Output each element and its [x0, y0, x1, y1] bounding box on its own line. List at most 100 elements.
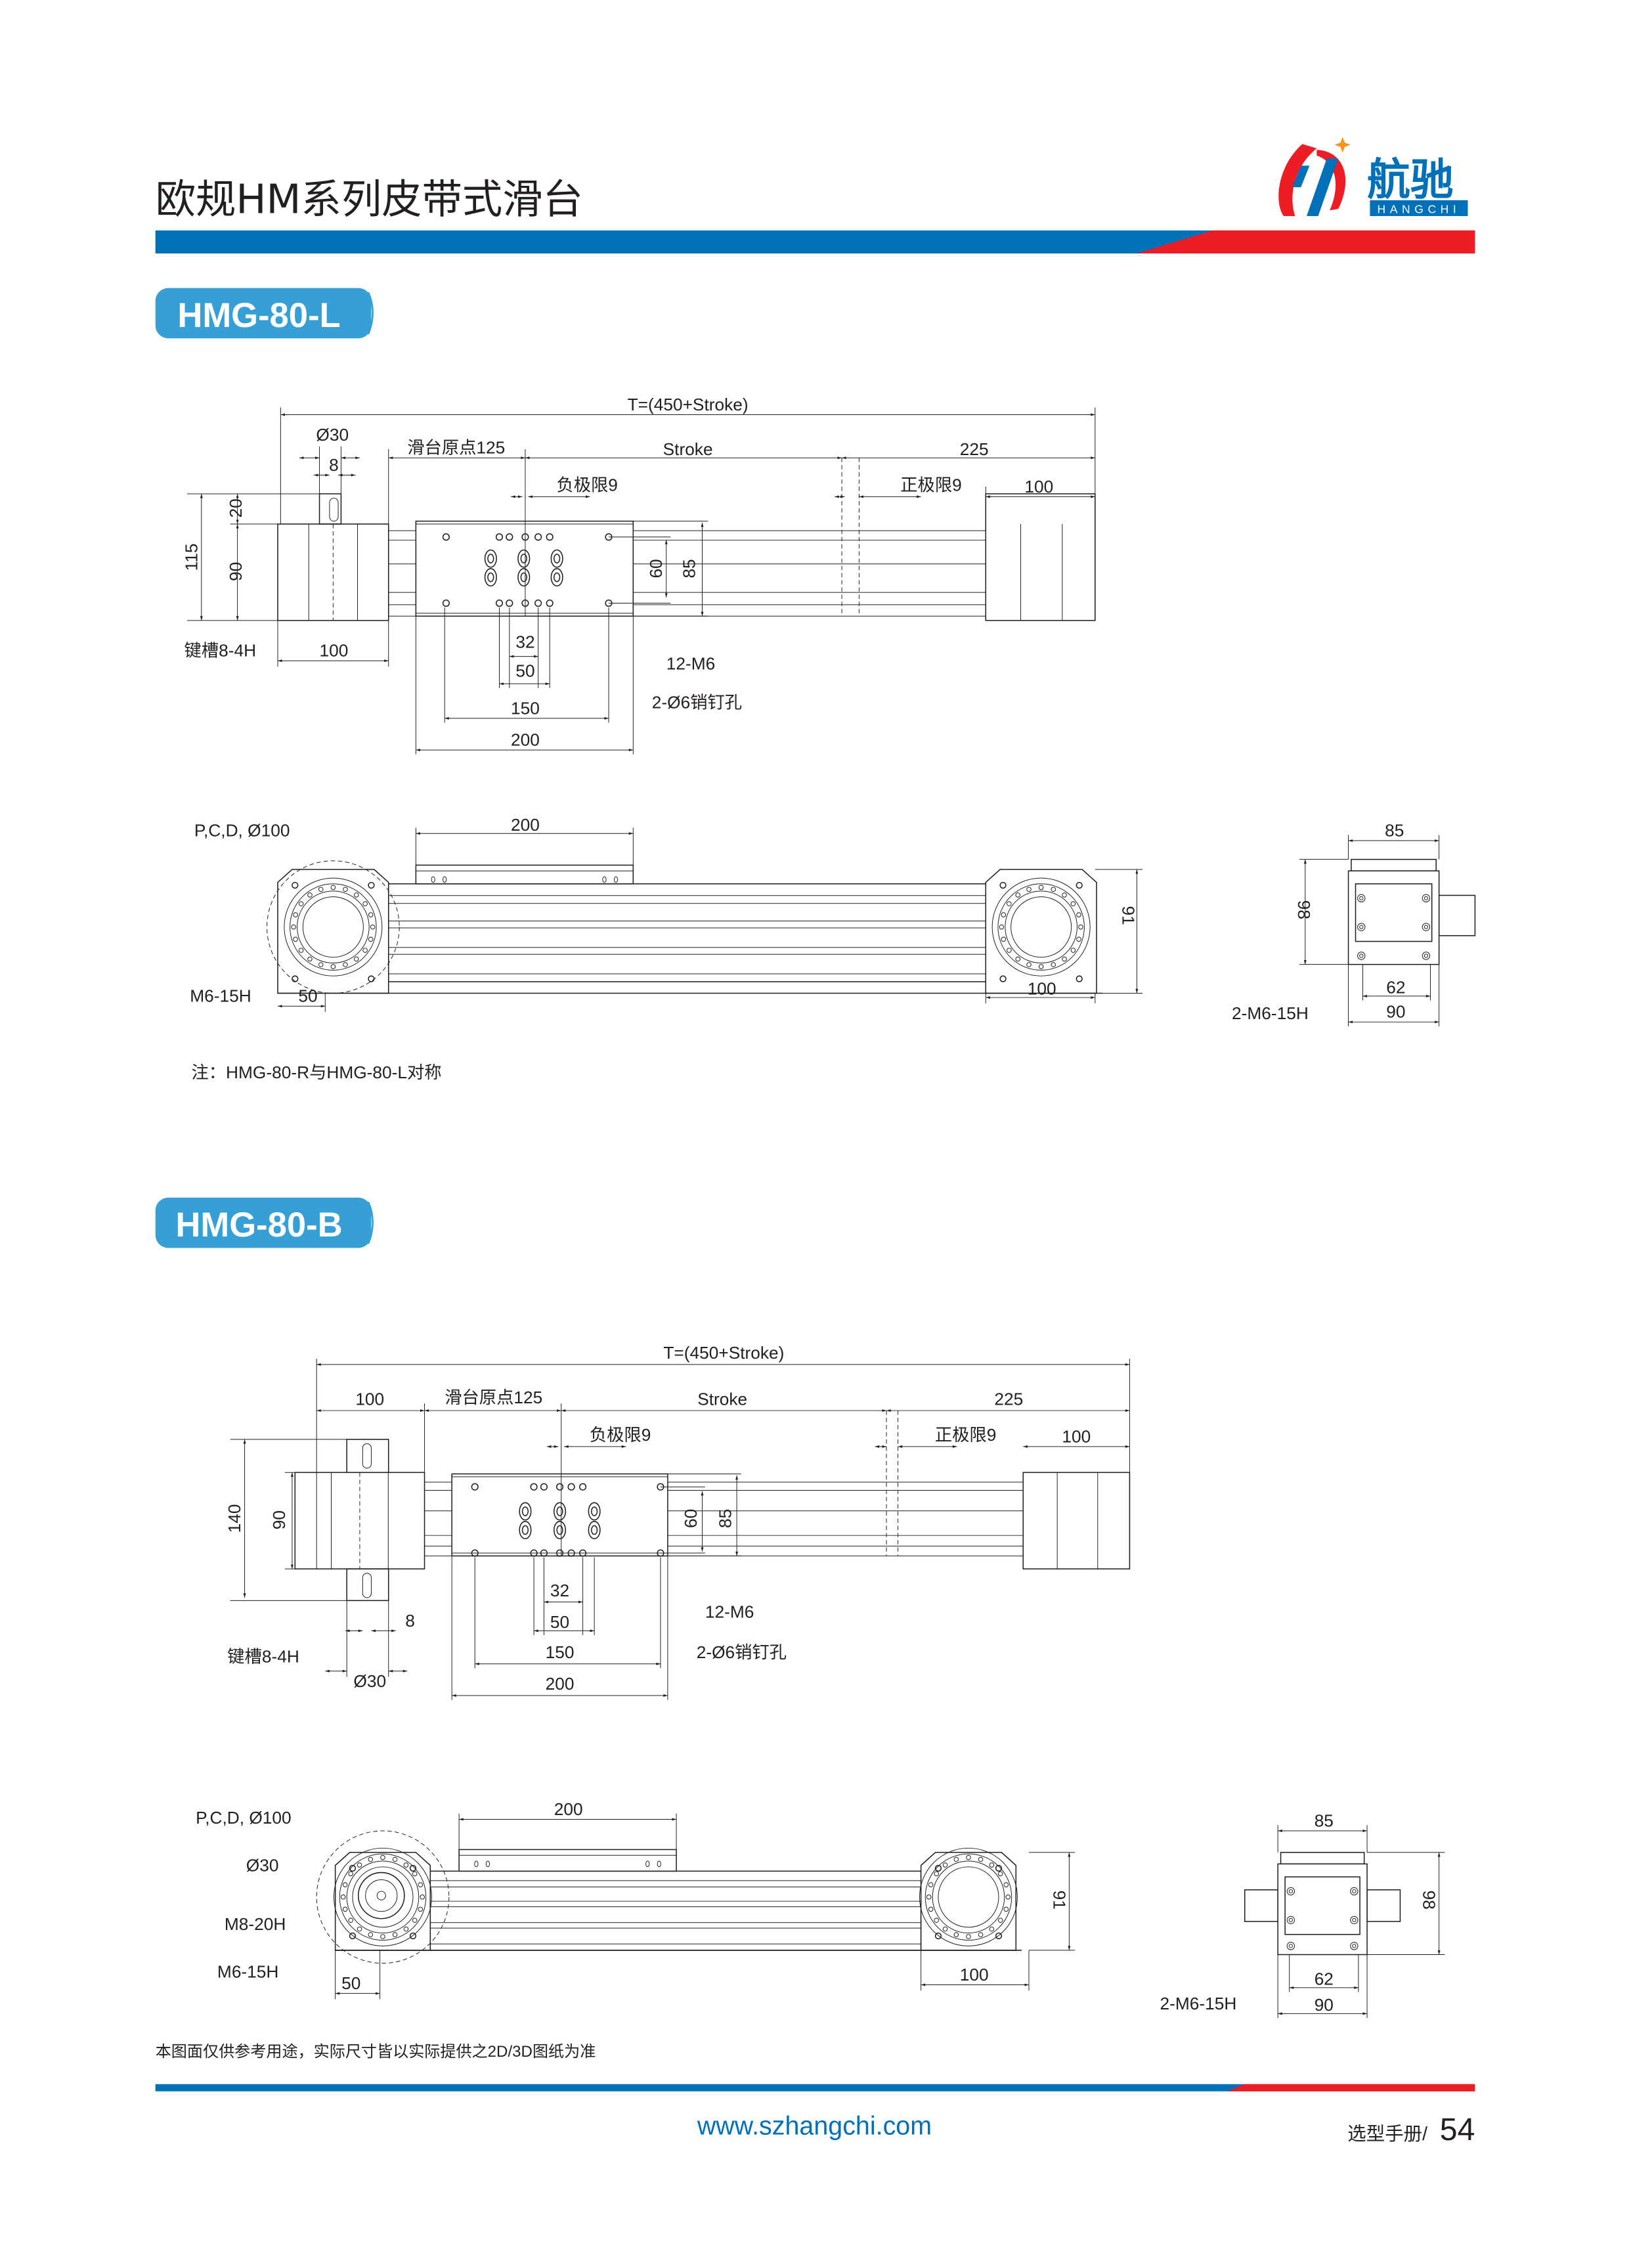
star-icon [1334, 137, 1351, 153]
bearing-ring [352, 1866, 414, 1928]
shaft-circle [357, 1872, 405, 1919]
bearing-ball [412, 1917, 418, 1923]
counterbore-icon [590, 1506, 598, 1516]
bearing-ball [357, 1862, 362, 1868]
counterbore-icon [521, 1525, 529, 1535]
carriage [415, 864, 634, 885]
hole-icon [474, 1860, 479, 1868]
callout-keyway: 键槽8-4H [227, 1647, 299, 1667]
model-badge-l: HMG-80-L [155, 288, 374, 339]
bearing-ball [966, 1854, 971, 1860]
pcd-circle [316, 1830, 450, 1964]
bearing-ball [368, 1932, 374, 1937]
counterbore-icon [556, 1525, 563, 1535]
bolt-hole-icon [1357, 894, 1366, 903]
website-link[interactable]: www.szhangchi.com [697, 2111, 932, 2140]
bolt-hole-icon [934, 1932, 942, 1940]
dim-150: 150 [546, 1642, 575, 1662]
bolt-hole-icon [409, 1932, 417, 1940]
bearing-ball [368, 1856, 374, 1862]
bearing-ball [343, 962, 348, 967]
model-badge-b: HMG-80-B [155, 1197, 374, 1248]
bearing-ball [1062, 956, 1067, 962]
bolt-hole-icon [1357, 923, 1366, 931]
bearing-ball [307, 956, 313, 962]
callout-pcd: P,C,D, Ø100 [194, 821, 290, 841]
bolt-hole-icon [349, 1864, 357, 1872]
callout-bolt: 2-M6-15H [1232, 1003, 1309, 1023]
dim-50: 50 [550, 1612, 569, 1632]
callout-keyway: 键槽8-4H [185, 641, 257, 661]
counterbore-icon [517, 568, 531, 587]
carriage [458, 1849, 677, 1872]
motor-plate [1284, 1876, 1360, 1935]
bolt-hole-icon [934, 1864, 942, 1872]
bearing-ring [297, 890, 370, 963]
dim-32: 32 [515, 632, 534, 651]
dim-neg-limit: 负极限9 [590, 1425, 651, 1445]
keyway-slot [362, 1573, 372, 1598]
bearing-ball [418, 1882, 424, 1887]
hole-icon [1359, 896, 1364, 900]
hole-icon [506, 599, 513, 607]
bearing-ball [340, 1895, 346, 1900]
dim-32: 32 [550, 1581, 569, 1600]
bearing-ball [1026, 962, 1032, 967]
dim-end-length: 225 [960, 439, 989, 459]
counterbore-icon [554, 1502, 567, 1521]
hole-icon [1424, 953, 1429, 958]
keyway-slot [362, 1443, 372, 1469]
motor-plate [1355, 883, 1433, 942]
bolt-hole-icon [1350, 1942, 1359, 1950]
bearing-ball [357, 1926, 362, 1932]
page-title: 欧规HM系列皮带式滑台 [156, 177, 583, 223]
bolt-hole-icon [1286, 1942, 1295, 1950]
hole-icon [471, 1549, 479, 1557]
bearing-ball [380, 1854, 385, 1860]
dim-neg-limit: 负极限9 [556, 475, 617, 495]
dim-total: T=(450+Stroke) [628, 395, 749, 414]
dim-height: 98 [1294, 900, 1314, 919]
hole-icon [1352, 1889, 1357, 1894]
counterbore-icon [487, 554, 494, 563]
dim-height-total: 140 [225, 1504, 244, 1533]
profile [387, 883, 987, 982]
dim-62: 62 [1386, 977, 1405, 997]
callout-shaft-dia: Ø30 [246, 1855, 279, 1875]
dim-body-height: 90 [269, 1510, 289, 1529]
hole-icon [1352, 1944, 1357, 1948]
hole-icon [1288, 1917, 1293, 1923]
bearing-ball [1062, 892, 1067, 898]
end-block [985, 493, 1096, 621]
dim-height: 98 [1420, 1891, 1439, 1910]
bearing-ring [339, 1853, 427, 1941]
dim-60: 60 [681, 1509, 701, 1528]
bearing-ring [333, 1847, 432, 1946]
bearing-ball [942, 1926, 948, 1932]
bearing-ball [928, 1906, 934, 1912]
bearing-ball [307, 892, 313, 898]
bearing-ball [978, 1856, 984, 1862]
bearing-ring [924, 1853, 1012, 1941]
callout-bolt: M6-15H [190, 986, 251, 1006]
bearing-ball [403, 1926, 409, 1932]
bolt-hole-icon [1350, 1916, 1359, 1925]
bearing-ring [290, 883, 377, 971]
hole-icon [485, 1860, 490, 1868]
bearing-ring [919, 1847, 1018, 1946]
bolt-hole-icon [999, 881, 1007, 889]
counterbore-icon [554, 572, 561, 582]
dim-85: 85 [680, 559, 699, 578]
hole-icon [530, 1549, 538, 1557]
end-block [1022, 1472, 1131, 1569]
hole-icon [555, 1483, 564, 1491]
dim-end-block: 100 [1024, 477, 1053, 496]
bearing-ball [997, 1917, 1003, 1923]
keyway-slot [329, 498, 339, 522]
bearing-ball [1078, 924, 1083, 930]
bolt-hole-icon [999, 975, 1007, 982]
bearing-ball [928, 1882, 934, 1887]
hole-icon [555, 1549, 564, 1557]
bearing-ball [380, 1934, 385, 1939]
bearing-ball [403, 1862, 409, 1868]
